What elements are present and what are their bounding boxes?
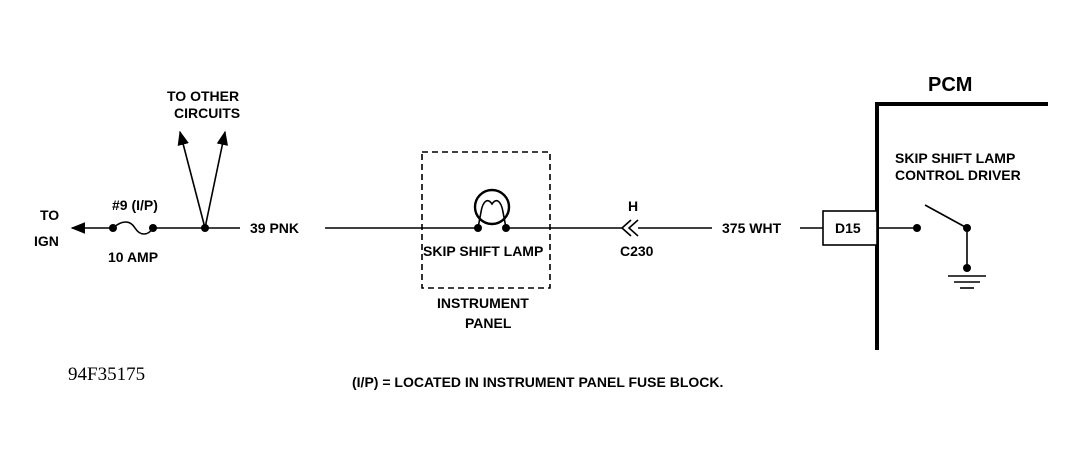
connector-id-label: C230 bbox=[620, 243, 654, 259]
instrument-panel-label-line2: PANEL bbox=[465, 315, 512, 331]
to-ign-label-line1: TO bbox=[40, 207, 59, 223]
ground-point bbox=[963, 264, 971, 272]
ground-icon bbox=[948, 275, 986, 289]
switch-arm-icon bbox=[924, 204, 968, 229]
other-circuit-arrow-right bbox=[204, 130, 228, 229]
other-circuits-label-line2: CIRCUITS bbox=[174, 105, 240, 121]
footnote: (I/P) = LOCATED IN INSTRUMENT PANEL FUSE… bbox=[352, 374, 723, 390]
wire-375-wht-label: 375 WHT bbox=[722, 220, 782, 236]
lamp-label: SKIP SHIFT LAMP bbox=[423, 243, 543, 259]
pcm-outline bbox=[875, 102, 1048, 350]
lamp-bulb-icon bbox=[473, 188, 511, 226]
wire-39-pnk-label: 39 PNK bbox=[250, 220, 299, 236]
other-circuit-arrow-left bbox=[177, 130, 206, 229]
driver-label-line2: CONTROL DRIVER bbox=[895, 167, 1021, 183]
driver-label-line1: SKIP SHIFT LAMP bbox=[895, 150, 1015, 166]
connector-c230-icon-right bbox=[627, 219, 639, 237]
pcm-terminal-label: D15 bbox=[835, 220, 861, 236]
pcm-title: PCM bbox=[928, 74, 972, 96]
to-ign-label-line2: IGN bbox=[34, 233, 59, 249]
pcm-terminal-d15 bbox=[822, 210, 878, 246]
instrument-panel-label-line1: INSTRUMENT bbox=[437, 295, 529, 311]
instrument-panel-box bbox=[421, 151, 551, 289]
lamp-filament-icon bbox=[477, 199, 507, 229]
fuse-label: #9 (I/P) bbox=[112, 197, 158, 213]
fuse-icon bbox=[112, 221, 154, 235]
fuse-rating: 10 AMP bbox=[108, 249, 158, 265]
switch-contact bbox=[913, 224, 921, 232]
figure-id: 94F35175 bbox=[68, 364, 145, 385]
other-circuits-label-line1: TO OTHER bbox=[167, 88, 239, 104]
connector-c230-icon-left bbox=[620, 219, 632, 237]
connector-pin-label: H bbox=[628, 198, 638, 214]
